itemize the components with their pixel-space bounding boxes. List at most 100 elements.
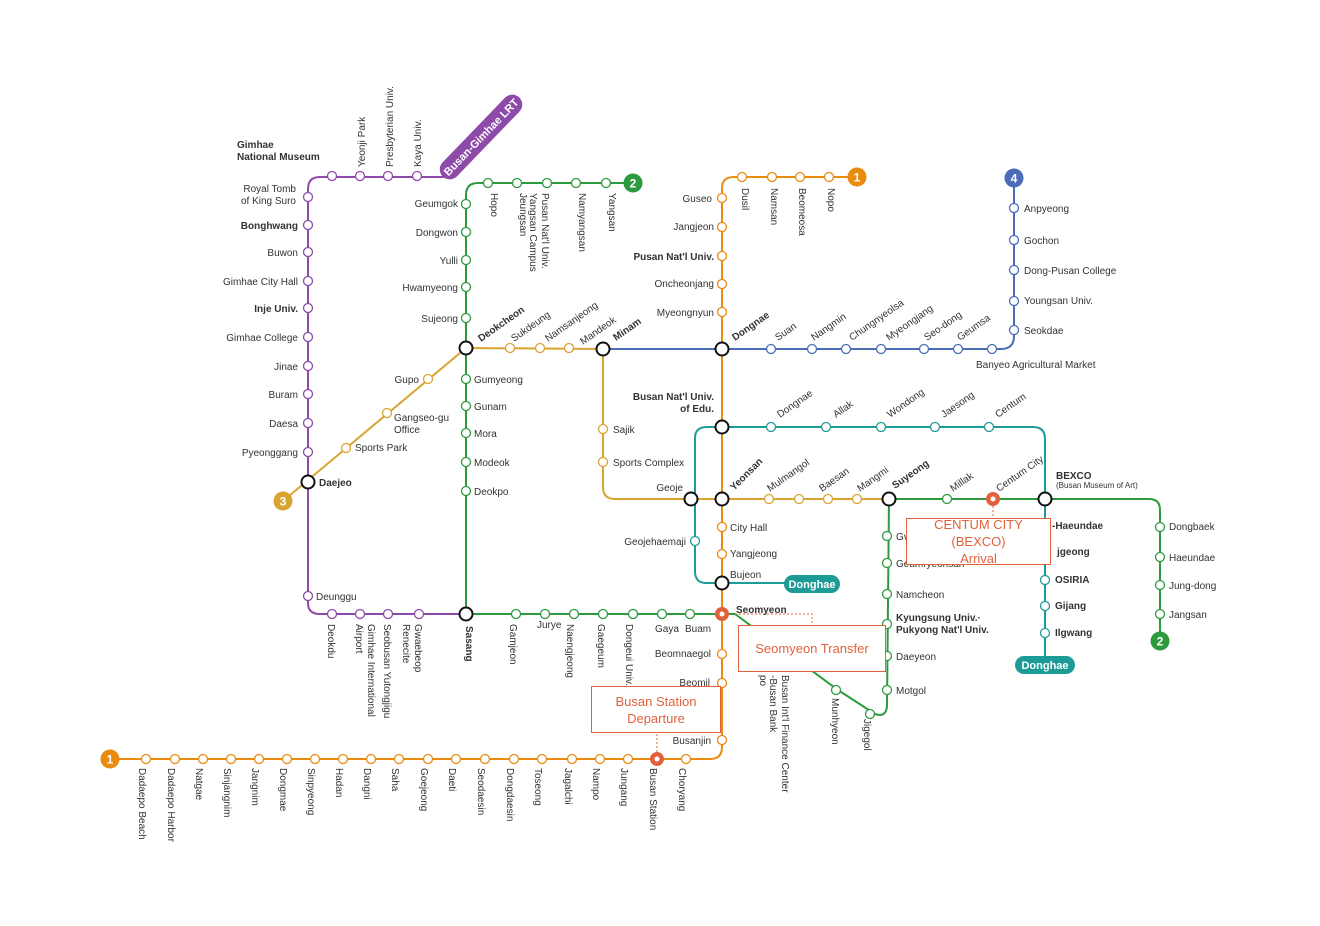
station-marker [536,753,548,765]
station-marker [766,171,778,183]
station-label-busan-nat-l-univ-of-edu: Busan Nat'l Univ.of Edu. [633,392,714,415]
station-label-line: Dusil [739,188,750,210]
station-label-line: BEXCO [1056,471,1092,482]
station-label-jurye: Jurye [537,620,562,631]
station-marker [941,493,953,505]
station-label-bexco: BEXCO [1056,471,1092,482]
station-marker [716,192,728,204]
station-marker [1039,574,1051,586]
station-label-line: Presbyterian Univ. [385,86,396,167]
station-markers [140,170,1166,766]
station-marker [656,608,668,620]
station-label-line: Bujeon [730,570,761,581]
station-label-munhyeon: Munhyeon [829,698,840,745]
bgl-badge: Busan-Gimhae LRT [439,94,523,180]
station-marker [381,407,393,419]
station-marker [302,417,314,429]
station-label-sinjangnim: Sinjangnim [221,768,232,817]
station-label-line: Seodaesin [475,768,486,815]
station-label-hadan: Hadan [333,768,344,797]
station-label-line: Geumgok [415,199,459,210]
station-label-mulmangol: Mulmangol [765,457,811,494]
station-label-line: Gimhae College [226,333,298,344]
station-label-line: Beomnaegol [655,649,711,660]
station-marker [309,753,321,765]
station-label-line: Bonghwang [241,221,298,232]
station-marker [563,342,575,354]
line-1-route [110,176,857,760]
station-marker [918,343,930,355]
station-label-line: Royal Tomb [243,184,296,195]
station-marker [881,684,893,696]
station-label-line: Dongeui Univ. [623,624,634,686]
station-marker [983,421,995,433]
station-marker [460,456,472,468]
station-label-jung-dong: Jung-dong [1169,581,1216,592]
station-label-line: jgeong [1056,547,1090,558]
station-label-line: Gamjeon [507,624,518,665]
station-label-line: Sinjangnim [221,768,232,817]
line-badge-line2_top [623,173,643,193]
line-badge-number: 4 [1011,172,1018,186]
transfer-station-marker [458,606,474,622]
station-label-ilgwang: Ilgwang [1055,628,1092,639]
station-label-line: Buram [269,390,298,401]
line-badge-line4 [1004,168,1024,188]
station-label-line: Munhyeon [829,698,840,745]
station-marker [597,423,609,435]
highlight-station-dot [990,496,996,502]
station-marker [302,590,314,602]
station-label-sinpyeong: Sinpyeong [305,768,316,815]
station-label-line: Daeyeon [896,652,936,663]
station-label-centum-city: Centum City [994,454,1045,495]
station-label-dadaepo-harbor: Dadaepo Harbor [165,768,176,843]
station-label-line: Suan [773,321,798,343]
station-label-line: Banyeo Agricultural Market [976,360,1096,371]
station-label-namsan: Namsan [768,188,779,225]
station-label-yangsan: Yangsan [606,193,617,232]
station-label-line: Gimhae [237,140,274,151]
station-marker [460,373,472,385]
highlight-station-dot [654,756,660,762]
station-label-nopo: Nopo [825,188,836,212]
station-label-guseo: Guseo [683,194,713,205]
station-label-line: Gimhae International [365,624,376,717]
station-label-kyungsung-univ-pukyong-nat-l-univ: Kyungsung Univ.·Pukyong Nat'l Univ. [896,613,989,636]
station-label-centum: Centum [993,391,1028,420]
station-label-line: Busan Nat'l Univ. [633,392,714,403]
station-label-seomyeon: Seomyeon [736,605,787,616]
station-marker [1154,551,1166,563]
station-label-line: Natgae [193,768,204,801]
station-marker [622,753,634,765]
station-label-suan: Suan [773,321,798,343]
station-label-haeundae: -Haeundae [1052,521,1104,532]
station-label-saha: Saha [389,768,400,792]
station-label-airport: Airport [353,624,364,654]
station-marker [600,177,612,189]
station-marker [422,373,434,385]
station-label-pusan-nat-l-univ-yangsan-campus: Pusan Nat'l Univ.Yangsan Campus [527,193,550,272]
transfer-station-marker [458,340,474,356]
station-marker [716,734,728,746]
station-label-sujeong: Sujeong [421,314,458,325]
station-label-line: Dangni [361,768,372,800]
station-label-line: Yangjeong [730,549,777,560]
station-marker [1154,521,1166,533]
station-label-line: Geojehaemaji [624,537,686,548]
station-marker [302,246,314,258]
station-label-geojehaemaji: Geojehaemaji [624,537,686,548]
station-label-line: Nangmin [809,311,848,343]
station-marker [1039,627,1051,639]
station-label-toseong: Toseong [532,768,543,806]
station-label-baesan: Baesan [817,466,851,494]
station-label-banyeo-agricultural-market: Banyeo Agricultural Market [976,360,1096,371]
station-marker [510,608,522,620]
station-label-line: Dongnae [730,310,772,344]
station-label-line: Baesan [817,466,851,494]
station-marker [1008,324,1020,336]
station-label-line: Centum [993,391,1028,420]
station-marker [460,254,472,266]
station-label-beomnaegol: Beomnaegol [655,649,711,660]
station-label-line: Anpyeong [1024,204,1069,215]
station-marker [479,753,491,765]
